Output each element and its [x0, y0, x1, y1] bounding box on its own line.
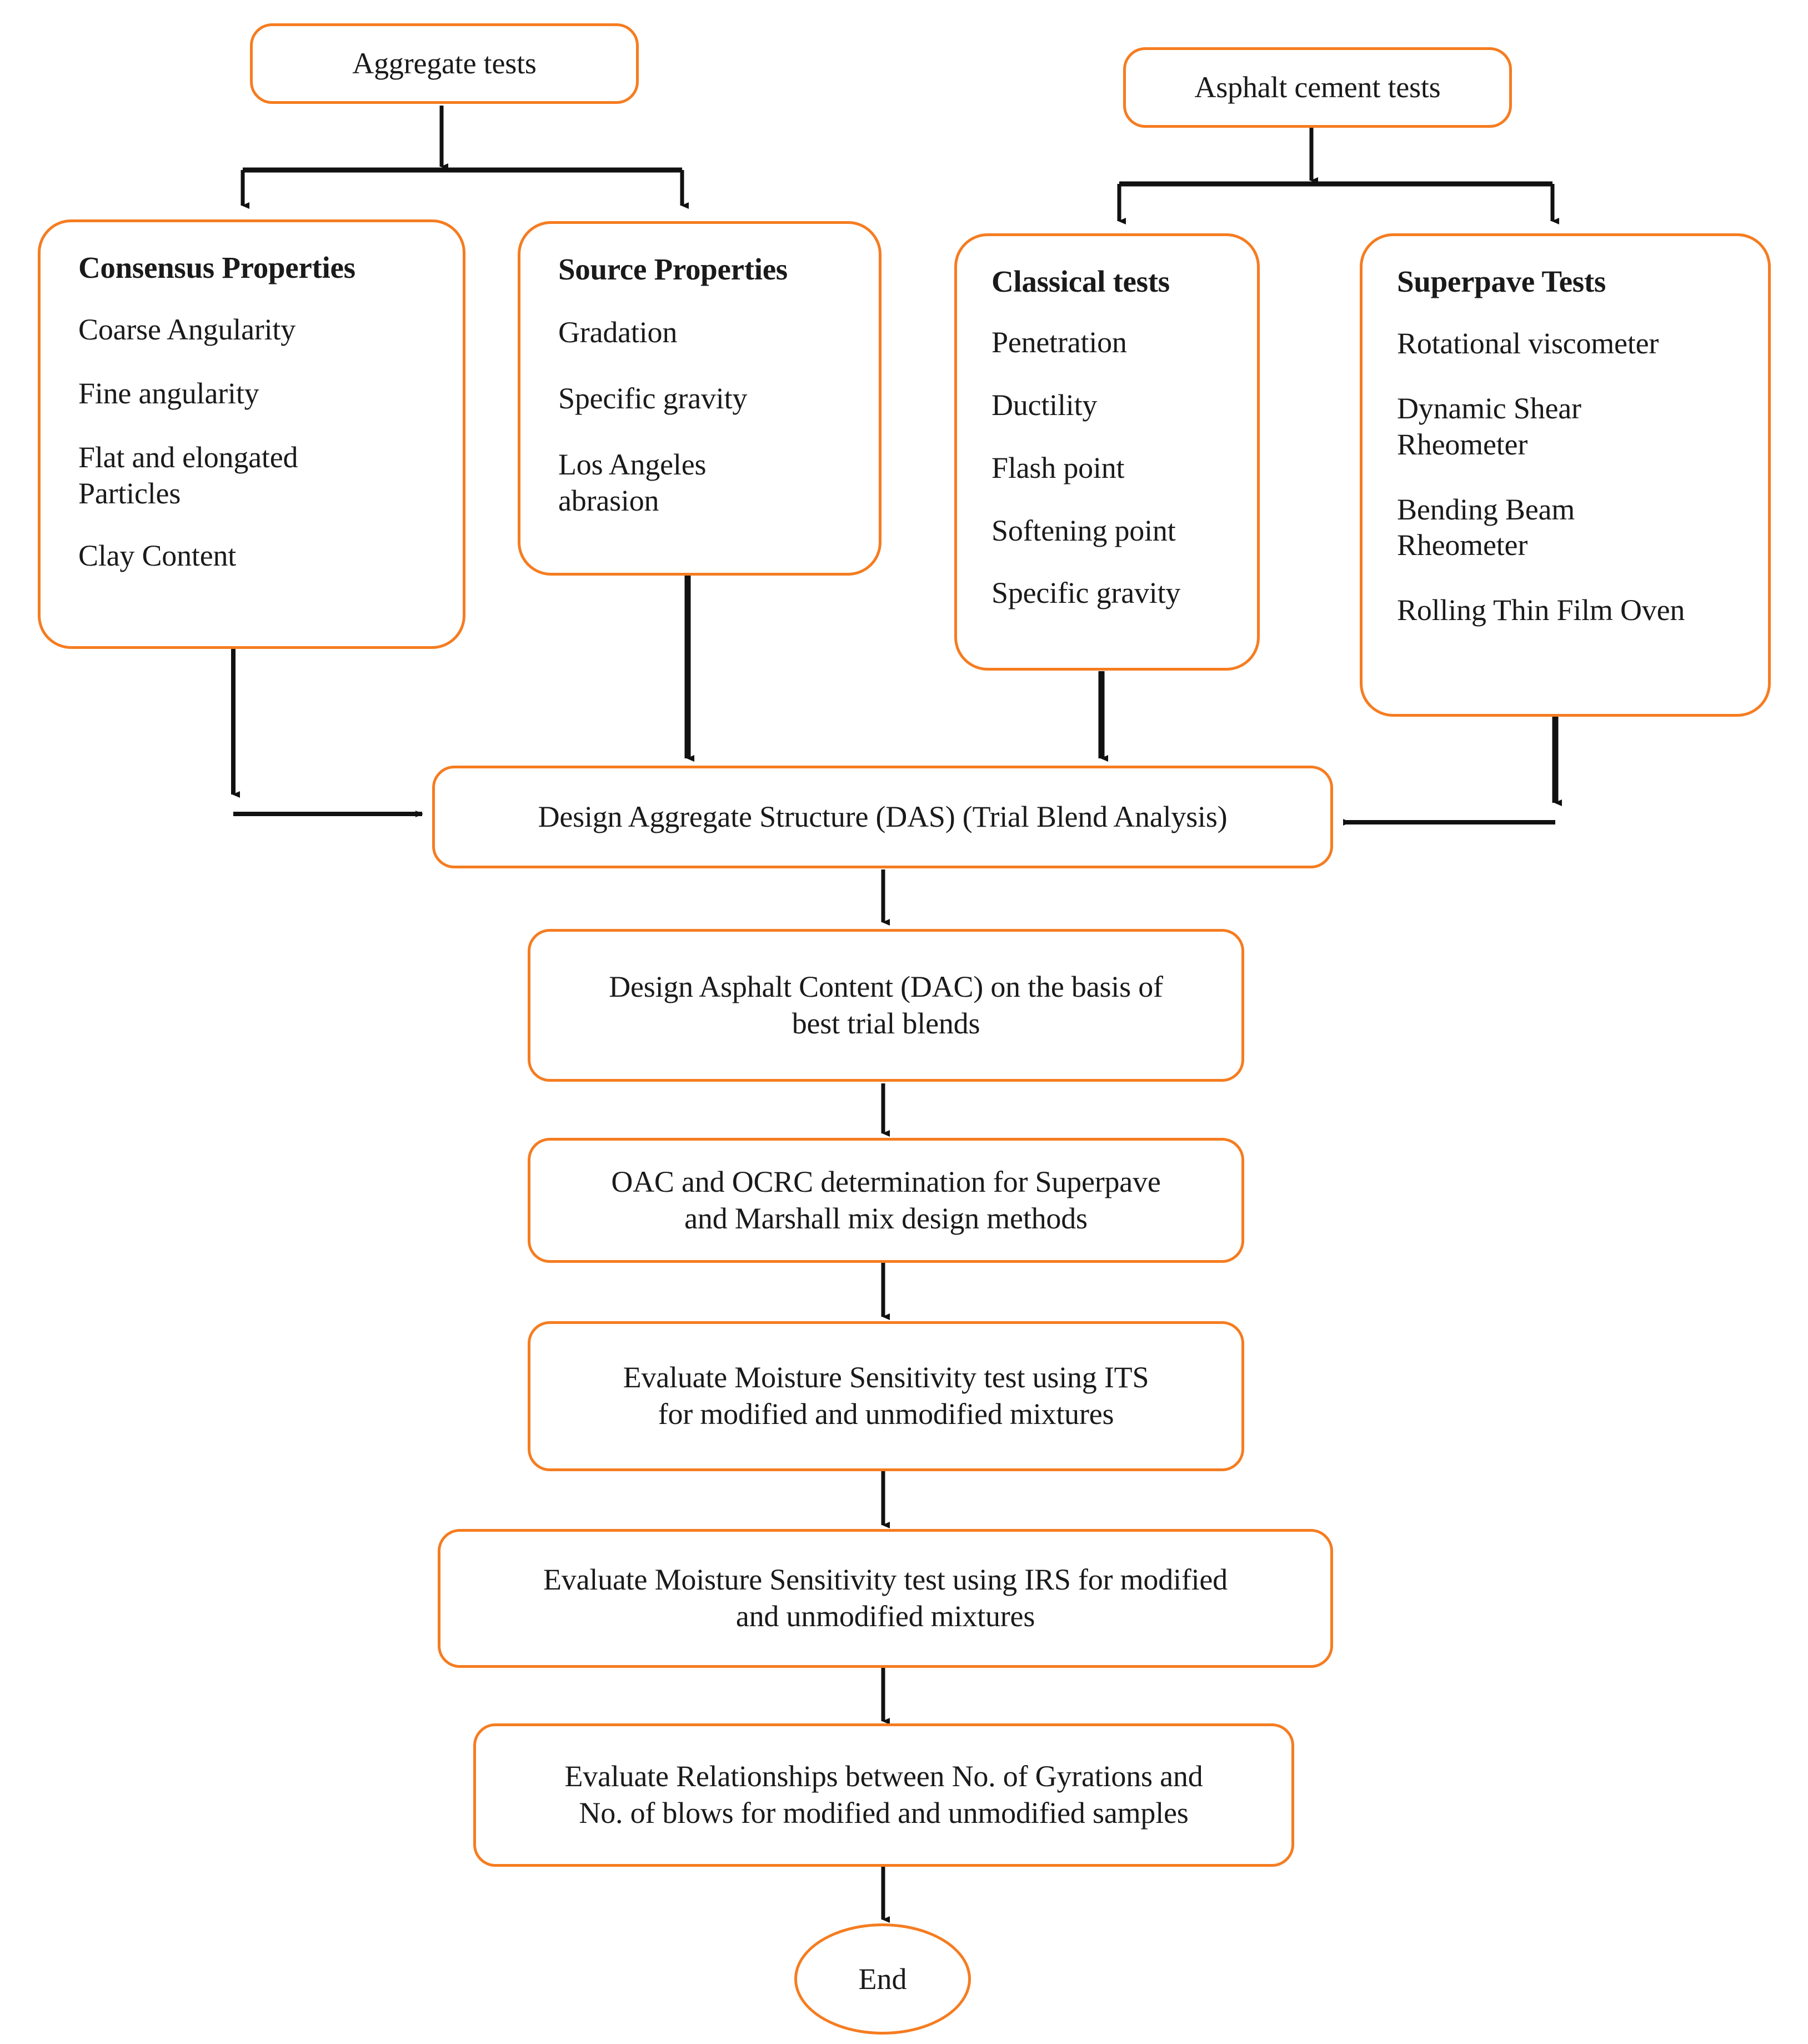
node-end-label: End — [858, 1962, 907, 1996]
node-dac-line1: Design Asphalt Content (DAC) on the basi… — [609, 969, 1163, 1003]
node-oac-ocrc[interactable]: OAC and OCRC determination for Superpave… — [528, 1138, 1244, 1263]
edge-consensus-to-das — [231, 649, 423, 817]
node-das-label: Design Aggregate Structure (DAS) (Trial … — [538, 799, 1228, 833]
node-asphalt-cement-tests-label: Asphalt cement tests — [1194, 70, 1441, 104]
node-dac-line2: best trial blends — [792, 1006, 980, 1040]
node-consensus-properties-title: Consensus Properties — [78, 251, 355, 284]
list-item: Specific gravity — [991, 576, 1181, 610]
node-das[interactable]: Design Aggregate Structure (DAS) (Trial … — [432, 766, 1333, 868]
node-end[interactable]: End — [794, 1923, 971, 2035]
node-classical-tests-title: Classical tests — [991, 264, 1170, 298]
node-gyrations-line1: Evaluate Relationships between No. of Gy… — [564, 1760, 1203, 1793]
node-its[interactable]: Evaluate Moisture Sensitivity test using… — [528, 1321, 1244, 1471]
list-item: Flash point — [991, 451, 1125, 484]
node-irs[interactable]: Evaluate Moisture Sensitivity test using… — [438, 1529, 1333, 1668]
list-item: Rolling Thin Film Oven — [1397, 593, 1685, 627]
node-source-properties-title: Source Properties — [558, 252, 788, 286]
edge-oac-to-its — [881, 1261, 890, 1320]
list-item: Ductility — [991, 388, 1098, 422]
node-dac[interactable]: Design Asphalt Content (DAC) on the basi… — [528, 929, 1244, 1082]
node-gyrations-line2: No. of blows for modified and unmodified… — [579, 1796, 1189, 1830]
node-classical-tests[interactable]: Classical tests Penetration Ductility Fl… — [954, 233, 1260, 671]
list-item: Rotational viscometer — [1397, 327, 1659, 361]
list-item: Fine angularity — [78, 377, 259, 411]
edge-superpave-to-das — [1343, 717, 1562, 826]
node-gyrations[interactable]: Evaluate Relationships between No. of Gy… — [473, 1723, 1294, 1867]
node-its-line2: for modified and unmodified mixtures — [658, 1397, 1114, 1431]
node-superpave-tests-title: Superpave Tests — [1397, 264, 1606, 298]
node-oac-ocrc-line1: OAC and OCRC determination for Superpave — [611, 1165, 1161, 1198]
list-item: Specific gravity — [558, 382, 748, 416]
node-irs-line1: Evaluate Moisture Sensitivity test using… — [543, 1563, 1228, 1597]
list-item: Coarse Angularity — [78, 313, 296, 347]
node-aggregate-tests[interactable]: Aggregate tests — [250, 23, 639, 104]
list-item: Los Angeles abrasion — [558, 447, 707, 517]
node-irs-line2: and unmodified mixtures — [735, 1600, 1035, 1633]
list-item: Penetration — [991, 326, 1127, 359]
node-oac-ocrc-line2: and Marshall mix design methods — [684, 1201, 1088, 1235]
node-superpave-tests[interactable]: Superpave Tests Rotational viscometer Dy… — [1360, 233, 1771, 717]
node-its-line1: Evaluate Moisture Sensitivity test using… — [623, 1361, 1149, 1395]
list-item: Softening point — [991, 513, 1176, 547]
edge-aggregate-to-bar — [241, 106, 689, 209]
node-source-properties[interactable]: Source Properties Gradation Specific gra… — [518, 221, 882, 576]
list-item: Flat and elongated Particles — [78, 440, 298, 510]
list-item: Bending Beam Rheometer — [1397, 492, 1575, 562]
list-item: Dynamic Shear Rheometer — [1397, 392, 1581, 461]
node-consensus-properties[interactable]: Consensus Properties Coarse Angularity F… — [38, 219, 465, 649]
node-aggregate-tests-label: Aggregate tests — [352, 46, 537, 80]
list-item: Clay Content — [78, 539, 237, 573]
node-asphalt-cement-tests[interactable]: Asphalt cement tests — [1123, 47, 1512, 128]
list-item: Gradation — [558, 316, 678, 349]
edge-asphalt-to-bar — [1117, 128, 1559, 224]
